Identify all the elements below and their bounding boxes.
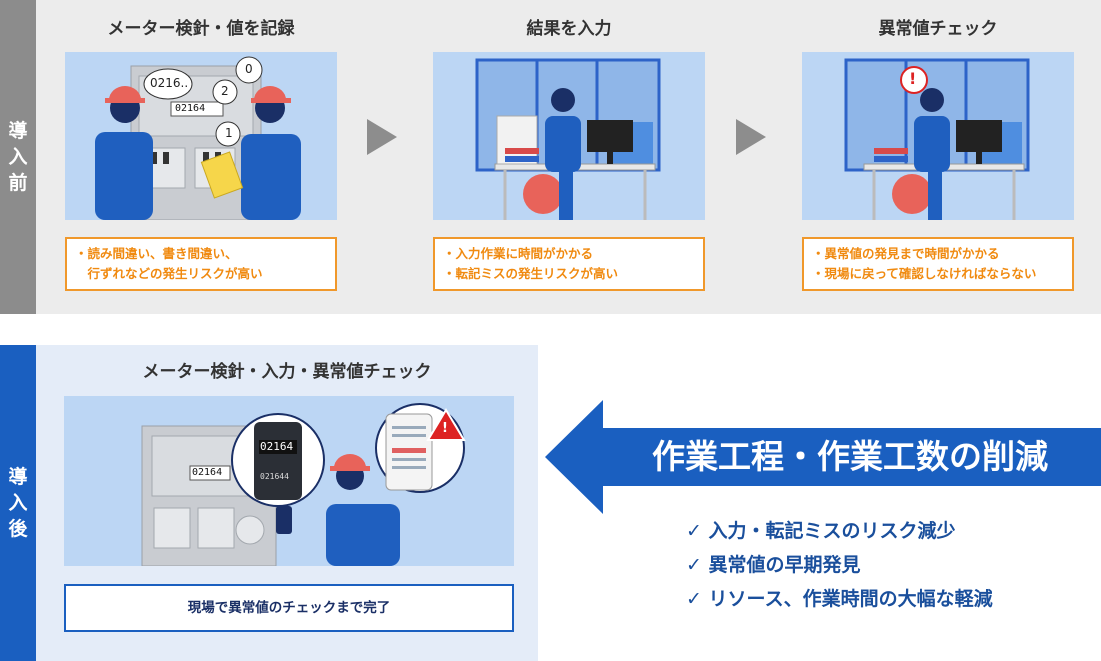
before-side-label: 導 入 前 <box>0 0 36 314</box>
meter-display: 02164 <box>192 467 223 478</box>
speech-bubble-digit: 1 <box>225 126 233 140</box>
phone-reading-history: 021644 <box>260 472 289 481</box>
data-entry-illustration <box>433 52 705 220</box>
risk-note: ・異常値の発見まで時間がかかる ・現場に戻って確認しなければならない <box>802 237 1074 291</box>
after-title: メーター検針・入力・異常値チェック <box>142 362 432 382</box>
risk-note: ・読み間違い、書き間違い、 行ずれなどの発生リスクが高い <box>65 237 337 291</box>
step-title: 結果を入力 <box>526 19 612 39</box>
risk-note-line: ・異常値の発見まで時間がかかる <box>812 246 1000 261</box>
anomaly-check-illustration: ! <box>802 52 1074 220</box>
speech-bubble-digit: 0 <box>245 62 253 76</box>
speech-bubble-reading: 0216.. <box>150 76 189 90</box>
after-label-char: 入 <box>8 492 28 514</box>
headline: 作業工程・作業工数の削減 <box>652 437 1048 476</box>
alert-icon: ! <box>909 69 917 88</box>
risk-note: ・入力作業に時間がかかる ・転記ミスの発生リスクが高い <box>433 237 705 291</box>
risk-note-line: 行ずれなどの発生リスクが高い <box>75 266 263 281</box>
risk-note-line: ・入力作業に時間がかかる <box>443 246 594 261</box>
after-label-char: 導 <box>8 466 28 488</box>
left-arrow-icon <box>545 400 1101 514</box>
mobile-reading-illustration: 02164 02164 021644 ! <box>64 396 514 566</box>
after-side-label: 導 入 後 <box>0 345 36 661</box>
risk-note-line: ・読み間違い、書き間違い、 <box>75 246 238 261</box>
speech-bubble-digit: 2 <box>221 84 229 98</box>
step-arrow-icon <box>736 119 766 155</box>
benefit-item: ✓ 入力・転記ミスのリスク減少 <box>686 520 956 542</box>
phone-meter-display: 02164 <box>260 440 294 453</box>
before-label-char: 入 <box>8 146 28 168</box>
meter-display: 02164 <box>175 103 206 114</box>
warning-icon: ! <box>442 421 448 436</box>
risk-note-line: ・現場に戻って確認しなければならない <box>812 266 1037 281</box>
after-label-char: 後 <box>8 518 28 540</box>
before-label-char: 前 <box>8 172 28 194</box>
step-title: メーター検針・値を記録 <box>107 19 295 39</box>
meter-reading-illustration: 0216.. 0 2 1 02164 <box>65 52 337 220</box>
benefit-item: ✓ 異常値の早期発見 <box>686 554 861 576</box>
step-title: 異常値チェック <box>878 19 998 39</box>
result-box: 現場で異常値のチェックまで完了 <box>64 584 514 632</box>
step-arrow-icon <box>367 119 397 155</box>
risk-note-line: ・転記ミスの発生リスクが高い <box>443 266 619 281</box>
before-label-char: 導 <box>8 120 28 142</box>
benefits-list: ✓ 入力・転記ミスのリスク減少 ✓ 異常値の早期発見 ✓ リソース、作業時間の大… <box>686 514 1086 616</box>
benefit-item: ✓ リソース、作業時間の大幅な軽減 <box>686 588 993 610</box>
